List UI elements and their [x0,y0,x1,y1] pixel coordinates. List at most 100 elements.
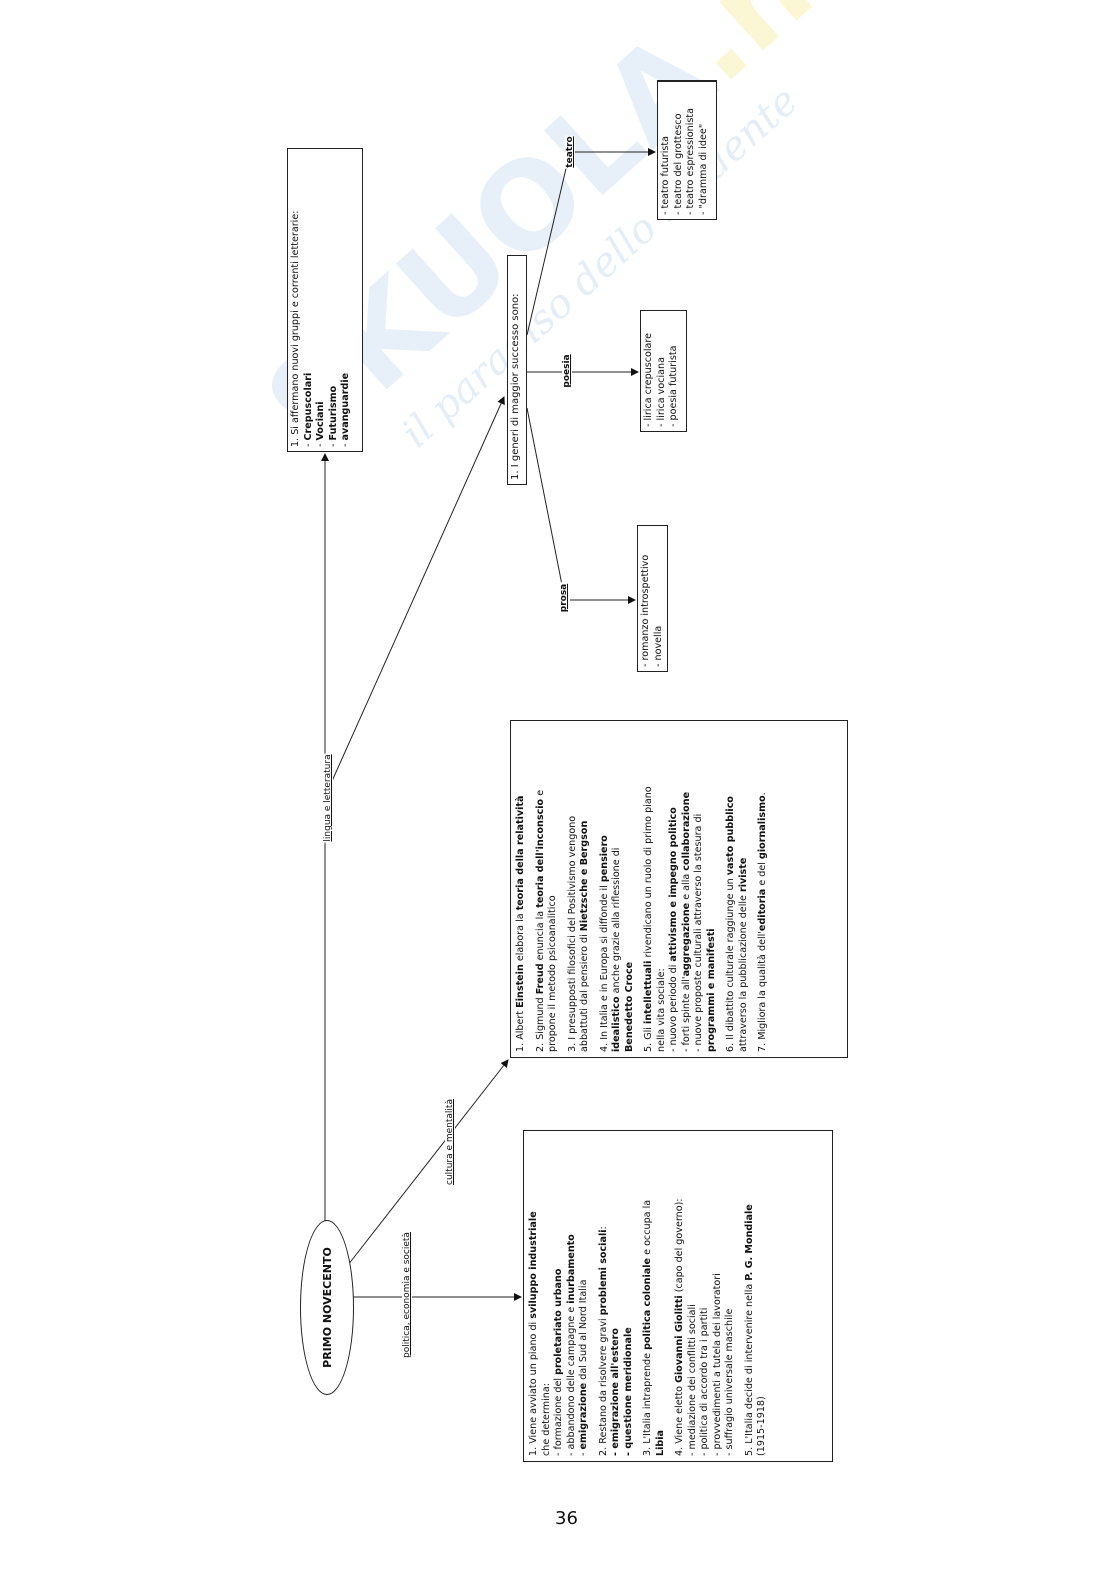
text: e occupa la [642,1199,653,1258]
label-prosa: prosa [559,582,569,614]
teatro-box: - teatro futurista- teatro del grottesco… [657,80,717,220]
root-node: PRIMO NOVECENTO [300,1220,354,1395]
text: (1915-1918) [756,1396,767,1456]
text-line: nella vita sociale: [656,726,669,1052]
list-item: 3. L'Italia intraprende politica colonia… [642,1136,667,1456]
prosa-item: - romanzo introspettivo [640,530,653,667]
list-item: 1. Albert Einstein elabora la teoria del… [515,726,528,1052]
bold-text: teoria dell'inconscio [534,798,546,908]
correnti-item: - Crepuscolari [303,153,316,447]
text-line: - mediazione dei conflitti sociali [687,1136,700,1456]
bold-text: teoria della relatività [515,795,526,911]
text: . [757,792,768,796]
list-item: 4. Viene eletto Giovanni Giolitti (capo … [674,1136,737,1456]
text: 2. Sigmund [534,994,546,1052]
politica-box: 1. Viene avviato un piano di sviluppo in… [523,1130,833,1462]
text: - [302,440,314,447]
bold-text: Benedetto Croce [623,961,635,1052]
list-item: 2. Restano da risolvere gravi problemi s… [598,1136,636,1456]
poesia-item: - lirica vociana [656,315,669,427]
text-line: che determina: [541,1136,554,1456]
text: propone il metodo psicoanalitico [547,895,558,1052]
list-item: 6. Il dibattito culturale raggiunge un v… [725,726,750,1052]
poesia-box: - lirica crepuscolare- lirica vociana- p… [640,310,687,432]
bold-text: aggregazione [680,902,692,977]
cultura-box: 1. Albert Einstein elabora la teoria del… [510,720,848,1058]
bold-text: proletariato urbano [553,1268,564,1375]
text: 1. Albert [515,1007,526,1052]
text-line: 1. Albert Einstein elabora la teoria del… [515,726,528,1052]
text: (capo del governo): [674,1198,685,1296]
list-item: 2. Sigmund Freud enuncia la teoria dell'… [535,726,560,1052]
text: - suffragio universale maschile [724,1308,735,1456]
text: - [315,440,326,447]
text: elabora la [515,910,526,965]
text-line: 2. Restano da risolvere gravi problemi s… [598,1136,611,1456]
text-line: - questione meridionale [623,1136,636,1456]
bold-text: Freud [534,963,546,995]
line-root-cultura [347,1059,509,1266]
correnti-item: - Futurismo [328,153,341,447]
bold-text: Giovanni Giolitti [674,1295,685,1383]
generi-box: 1. I generi di maggior successo sono: [507,255,527,485]
branch-label-politica: politica, economia e società [402,1231,412,1359]
text: - teatro futurista [660,135,671,215]
concept-map: PRIMO NOVECENTO lingua e letteratura cul… [280,70,880,1470]
text: - provvedimenti a tutela dei lavoratori [711,1273,723,1456]
text: e [534,789,546,799]
text-line: 3. I presupposti filosofici del Positivi… [567,726,580,1052]
label-poesia: poesia [562,353,572,389]
text: 5. L'Italia decide di intervenire nella [743,1280,755,1456]
text-line: 6. Il dibattito culturale raggiunge un v… [725,726,738,1052]
text: che determina: [540,1383,552,1456]
text-line: - emigrazione all'estero [610,1136,623,1456]
poesia-item: - lirica crepuscolare [643,315,656,427]
text: 5. Gli [643,1023,654,1052]
text-line: - provvedimenti a tutela dei lavoratori [712,1136,725,1456]
list-item: 4. In Italia e in Europa si diffonde il … [599,726,637,1052]
poesia-item: - poesia futurista [668,315,681,427]
text-line: 7. Migliora la qualità dell'editoria e d… [757,726,770,1052]
text: - forti spinte all' [680,976,692,1052]
line-lingua-generi [327,396,505,791]
text-line: abbattuti dal pensiero di Nietzsche e Be… [579,726,592,1052]
list-item: 7. Migliora la qualità dell'editoria e d… [757,726,770,1052]
text: 7. Migliora la qualità dell' [757,931,768,1052]
text-line: 1. Viene avviato un piano di sviluppo in… [528,1136,541,1456]
list-item: 3. I presupposti filosofici del Positivi… [567,726,592,1052]
text: 6. Il dibattito culturale raggiunge un [725,875,736,1052]
text: 3. L'Italia intraprende [642,1349,653,1456]
text-line: 2. Sigmund Freud enuncia la teoria dell'… [535,726,548,1052]
label-teatro: teatro [565,135,575,169]
bold-text: collaborazione [680,791,692,871]
bold-text: Libia [654,1429,666,1456]
bold-text: riviste [737,857,749,893]
text: e del [757,859,768,889]
text-line: 4. Viene eletto Giovanni Giolitti (capo … [674,1136,687,1456]
text: - nuovo periodo di [668,961,679,1052]
text-line: - politica di accordo tra i partiti [699,1136,712,1456]
text: - [340,440,351,447]
text: - romanzo introspettivo [640,554,651,667]
root-label: PRIMO NOVECENTO [320,1247,334,1368]
bold-text: programmi e manifesti [705,928,717,1052]
text: 3. I presupposti filosofici del Positivi… [566,815,578,1052]
text: 4. Viene eletto [674,1382,685,1456]
bold-text: giornalismo [757,795,768,859]
teatro-item: - "dramma di idee" [698,86,711,215]
text: - lirica vociana [655,357,667,427]
bold-text: attivismo e impegno politico [668,807,679,962]
bold-text: avanguardie [340,372,351,441]
text: dal Sud al Nord Italia [578,1279,589,1383]
text-line: - nuove proposte culturali attraverso la… [693,726,706,1052]
text: - politica di accordo tra i partiti [699,1307,710,1456]
line-generi-teatro [526,159,569,336]
correnti-item: - Vociani [315,153,328,447]
bold-text: sviluppo industriale [528,1211,539,1319]
branch-label-cultura: cultura e mentalità [445,1098,455,1186]
text: - [327,440,339,447]
text: - formazione del [553,1374,564,1456]
text: - teatro del grottesco [672,113,684,215]
correnti-box: 1. Si affermano nuovi gruppi e correnti … [287,148,363,452]
text-line: Benedetto Croce [624,726,637,1052]
